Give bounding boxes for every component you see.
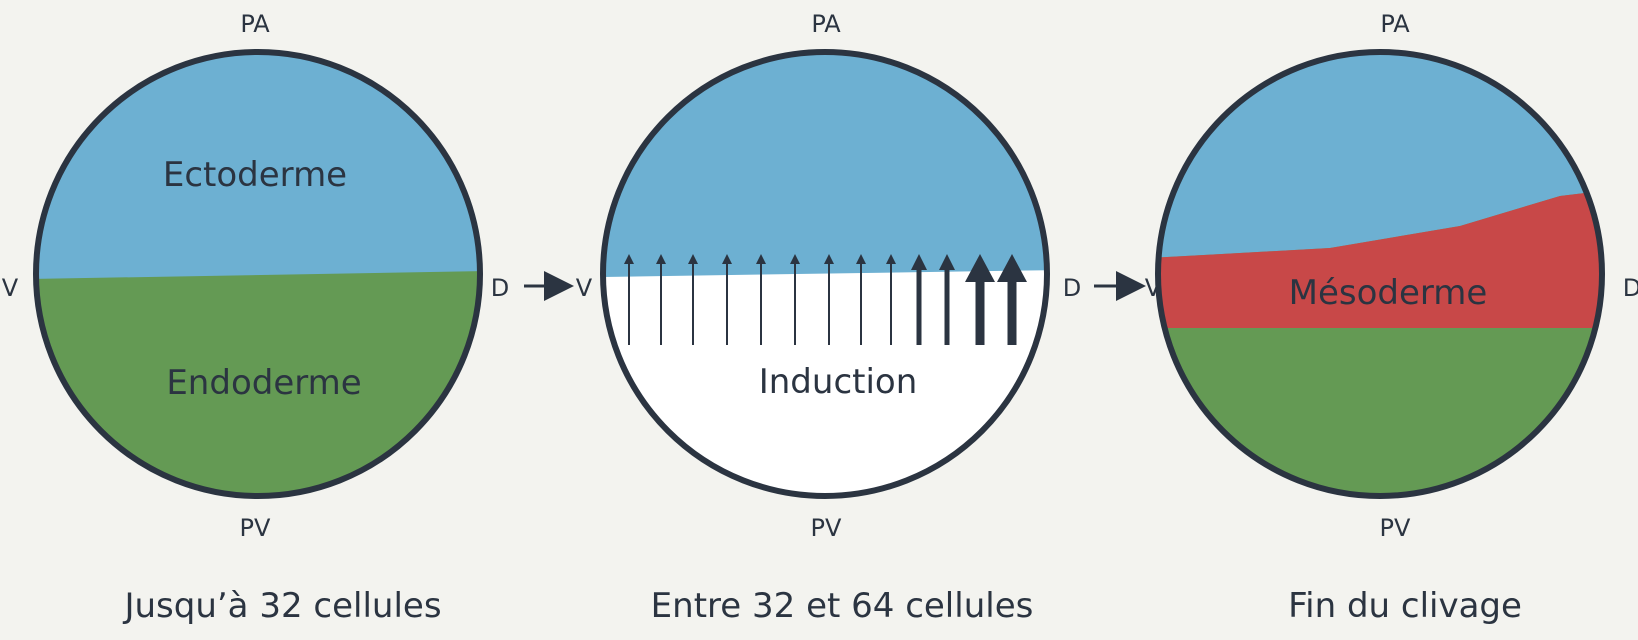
embryo-outline [33, 49, 483, 499]
up-arrow-icon [722, 254, 732, 264]
up-arrow-icon [939, 254, 955, 270]
ectoderm-region [603, 52, 1047, 277]
stage-caption: Jusqu’à 32 cellules [122, 586, 441, 626]
up-arrow-icon [886, 254, 896, 264]
ectoderm-region [1158, 52, 1602, 258]
embryo-outline [600, 49, 1050, 499]
pole-label-d: D [491, 274, 509, 302]
up-arrow-icon [656, 254, 666, 264]
pole-label-v: V [576, 274, 593, 302]
endoderm-region [36, 271, 480, 496]
up-arrow-icon [790, 254, 800, 264]
pole-label-pv: PV [1380, 514, 1411, 542]
pole-label-d: D [1623, 274, 1638, 302]
up-arrow-icon [824, 254, 834, 264]
up-arrow-icon [756, 254, 766, 264]
induction-arrows [624, 254, 1027, 345]
pole-label-pv: PV [811, 514, 842, 542]
region-label-endoderm: Endoderme [166, 363, 361, 403]
stage-3: PA PV V D Mésoderme Fin du clivage [1145, 10, 1638, 626]
stage-caption: Fin du clivage [1288, 586, 1522, 626]
up-arrow-icon [856, 254, 866, 264]
up-arrow-icon [997, 254, 1027, 282]
up-arrow-icon [688, 254, 698, 264]
pole-label-v: V [1145, 274, 1162, 302]
pole-label-d: D [1063, 274, 1081, 302]
pole-label-pa: PA [240, 10, 270, 38]
stage-caption: Entre 32 et 64 cellules [651, 586, 1034, 626]
pole-label-pa: PA [811, 10, 841, 38]
pole-label-pa: PA [1380, 10, 1410, 38]
region-label-ectoderm: Ectoderme [163, 155, 347, 195]
up-arrow-icon [911, 254, 927, 270]
up-arrow-icon [965, 254, 995, 282]
embryo-outline [1155, 49, 1605, 499]
region-label-mesoderm: Mésoderme [1289, 273, 1488, 313]
induction-label: Induction [759, 362, 918, 402]
pole-label-v: V [2, 274, 19, 302]
up-arrow-icon [624, 254, 634, 264]
pole-label-pv: PV [240, 514, 271, 542]
mesoderm-region [1158, 190, 1602, 328]
stage-1: PA PV V D Ectoderme Endoderme Jusqu’à 32… [2, 10, 509, 626]
stage-2: PA PV V D Induction Entre 32 et 64 cellu… [576, 10, 1081, 626]
